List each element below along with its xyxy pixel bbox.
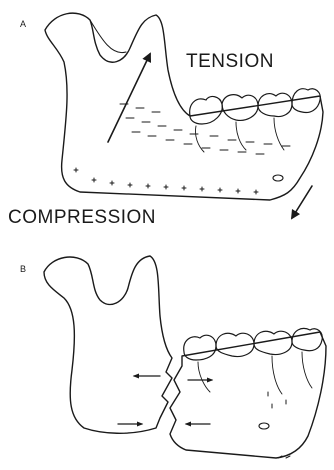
panel-a-mandible-outline <box>45 13 323 200</box>
compression-label: COMPRESSION <box>8 208 156 227</box>
panel-a-tension-zone-dashes <box>120 104 290 154</box>
panel-a-mental-foramen <box>273 175 283 181</box>
panel-b-anterior-fragment <box>170 332 326 458</box>
panel-a-compression-zone-marks <box>74 168 258 194</box>
panel-b-letter: B <box>20 265 26 274</box>
panel-a-letter: A <box>20 20 26 29</box>
panel-a-tension-arrow <box>108 54 150 142</box>
panel-a <box>45 13 323 218</box>
panel-a-compression-arrow <box>292 186 312 218</box>
panel-a-ramus-contour <box>90 20 126 53</box>
panel-b-teeth <box>184 329 323 395</box>
tension-label: TENSION <box>186 52 274 71</box>
panel-b-posterior-fragment <box>44 256 172 433</box>
panel-b-mental-foramen <box>259 423 269 429</box>
panel-b <box>44 256 326 458</box>
panel-a-teeth <box>190 89 321 152</box>
panel-b-symphysis-marks <box>268 392 290 458</box>
